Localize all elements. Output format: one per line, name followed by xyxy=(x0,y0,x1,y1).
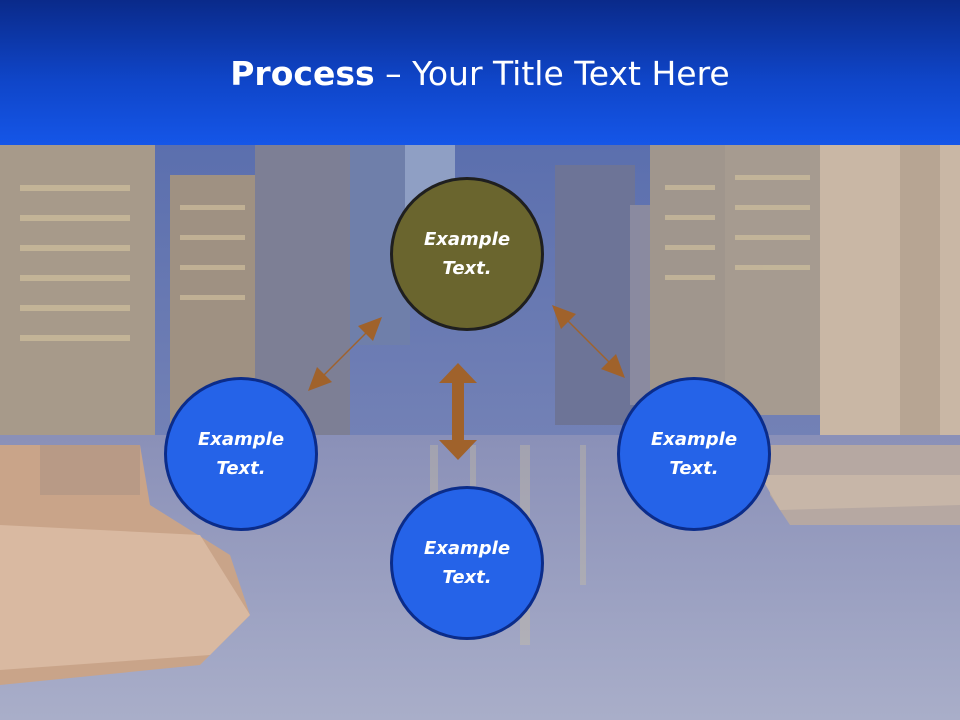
slide-title-bold: Process xyxy=(230,54,375,93)
process-diagram: Example Text. Example Text. Example Text… xyxy=(0,145,960,720)
process-node-bottom[interactable]: Example Text. xyxy=(390,486,544,640)
double-arrow-down xyxy=(439,363,477,460)
slide-title-rest: – Your Title Text Here xyxy=(374,54,730,93)
process-node-right[interactable]: Example Text. xyxy=(617,377,771,531)
background-photo xyxy=(0,145,960,720)
double-arrow-right xyxy=(552,305,625,378)
process-node-right-text: Example Text. xyxy=(650,429,738,479)
process-node-left[interactable]: Example Text. xyxy=(164,377,318,531)
double-arrow-left xyxy=(308,317,382,391)
title-banner xyxy=(0,0,960,145)
process-node-left-text: Example Text. xyxy=(197,429,285,479)
slide-title: Process – Your Title Text Here xyxy=(0,54,960,93)
process-node-top[interactable]: Example Text. xyxy=(390,177,544,331)
process-node-bottom-text: Example Text. xyxy=(423,538,511,588)
marina-skyline-image xyxy=(0,145,960,720)
process-node-top-text: Example Text. xyxy=(423,229,511,279)
